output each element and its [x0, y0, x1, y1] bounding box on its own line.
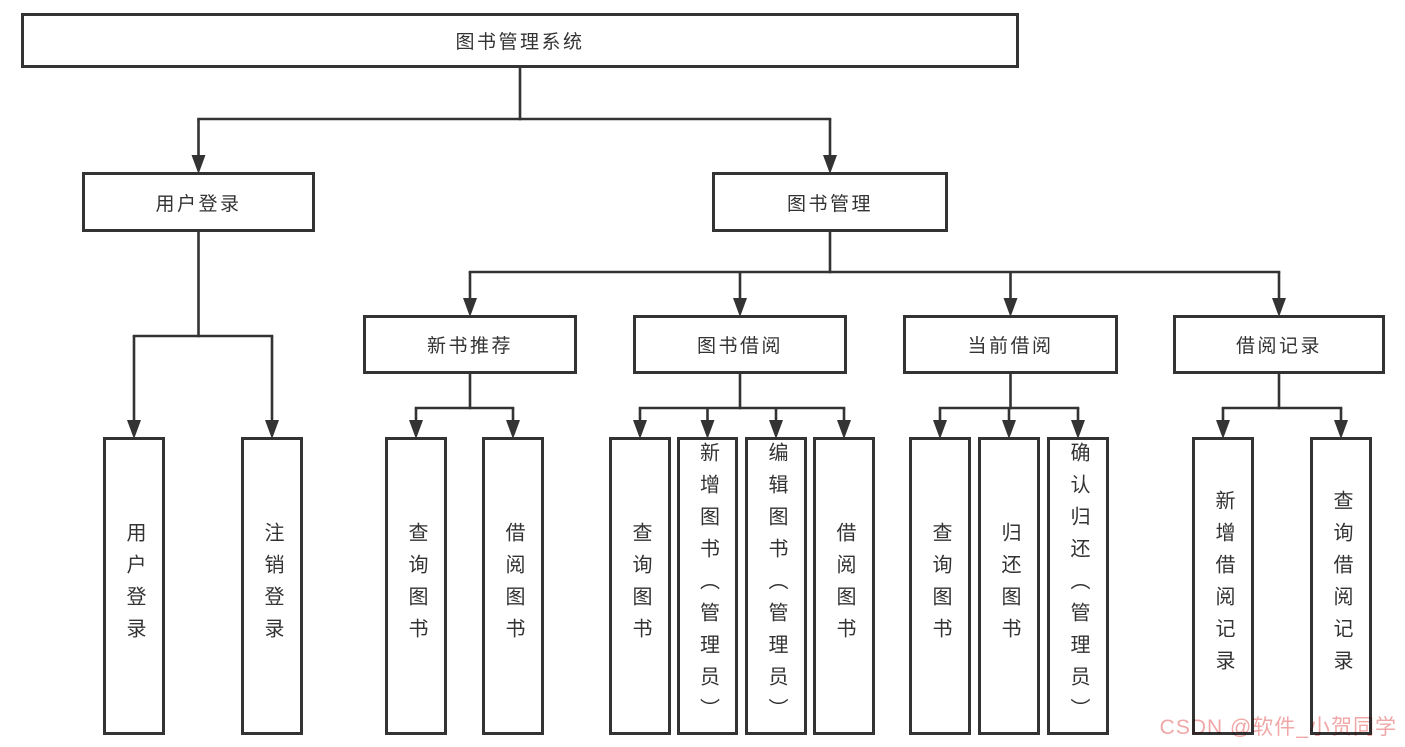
node-book-borrowing: 图书借阅	[633, 315, 847, 374]
node-leaf-borrow-books-2: 借阅图书	[813, 437, 875, 735]
arrowhead-icon	[1216, 420, 1230, 439]
node-current-borrowing: 当前借阅	[903, 315, 1118, 374]
node-leaf-query-borrow-record: 查询借阅记录	[1310, 437, 1372, 735]
arrowhead-icon	[127, 420, 141, 439]
node-leaf-add-borrow-record: 新增借阅记录	[1192, 437, 1254, 735]
node-leaf-query-books-2: 查询图书	[609, 437, 671, 735]
arrowhead-icon	[733, 298, 747, 317]
arrowhead-icon	[837, 420, 851, 439]
arrowhead-icon	[1071, 420, 1085, 439]
arrowhead-icon	[769, 420, 783, 439]
arrowhead-icon	[823, 155, 837, 174]
node-leaf-return-book: 归还图书	[978, 437, 1040, 735]
node-leaf-query-books-1: 查询图书	[385, 437, 447, 735]
node-leaf-user-login: 用户登录	[103, 437, 165, 735]
arrowhead-icon	[933, 420, 947, 439]
watermark: CSDN @软件_小贺同学	[1159, 716, 1397, 739]
arrowhead-icon	[633, 420, 647, 439]
node-borrowing-records: 借阅记录	[1173, 315, 1385, 374]
node-root: 图书管理系统	[21, 13, 1019, 68]
arrowhead-icon	[1334, 420, 1348, 439]
node-leaf-logout: 注销登录	[241, 437, 303, 735]
arrowhead-icon	[1003, 298, 1018, 317]
node-leaf-edit-book: 编辑图书（管理员）	[745, 437, 807, 735]
arrowhead-icon	[265, 420, 279, 439]
arrowhead-icon	[191, 155, 206, 174]
node-leaf-query-books-3: 查询图书	[909, 437, 971, 735]
arrowhead-icon	[463, 298, 477, 317]
node-leaf-confirm-return: 确认归还（管理员）	[1047, 437, 1109, 735]
node-leaf-borrow-books-1: 借阅图书	[482, 437, 544, 735]
arrowhead-icon	[700, 420, 715, 439]
arrowhead-icon	[1272, 298, 1286, 317]
arrowhead-icon	[1002, 420, 1016, 439]
node-new-book-recommend: 新书推荐	[363, 315, 577, 374]
node-leaf-add-book: 新增图书（管理员）	[677, 437, 738, 735]
node-book-management: 图书管理	[712, 172, 948, 232]
arrowhead-icon	[506, 420, 520, 439]
node-user-login: 用户登录	[82, 172, 315, 232]
arrowhead-icon	[409, 420, 423, 439]
